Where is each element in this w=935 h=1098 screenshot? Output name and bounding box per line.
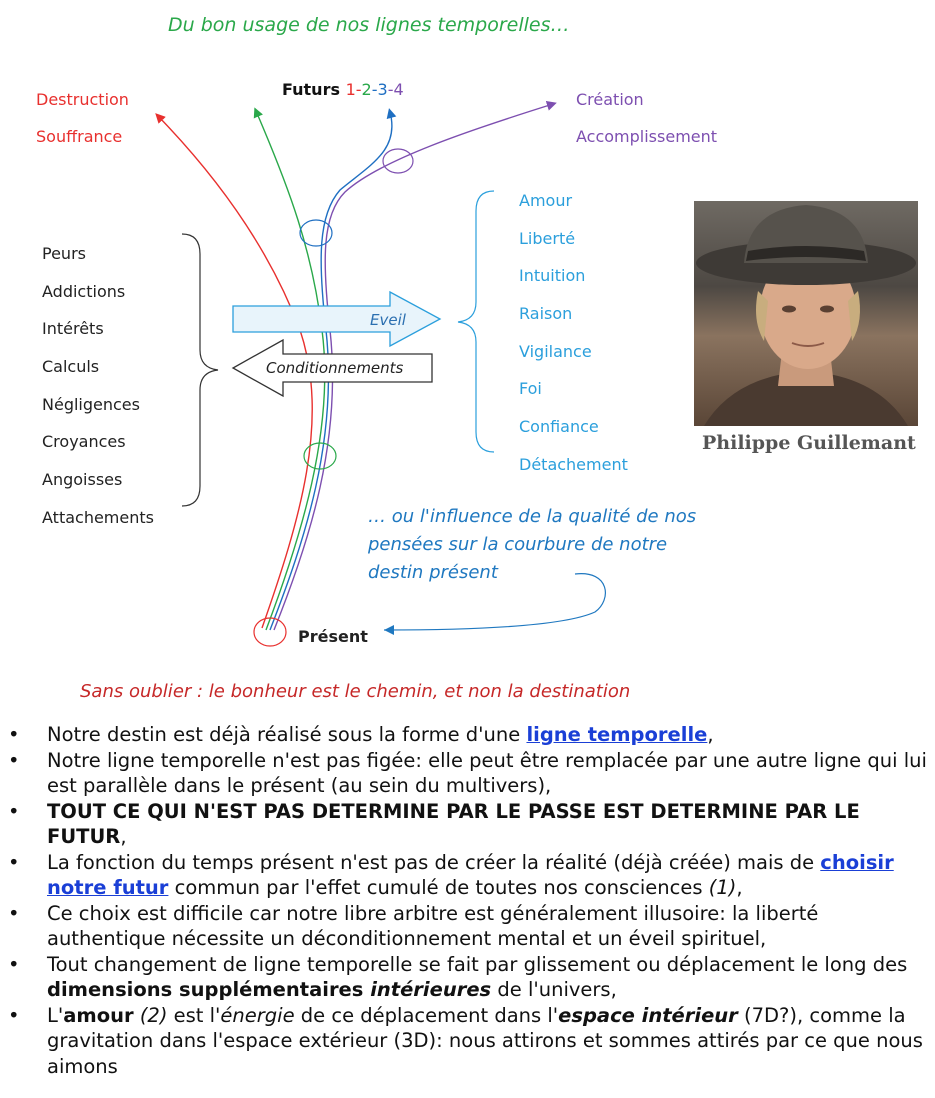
statement-text: Ce choix est difficile car notre libre a… bbox=[47, 901, 819, 951]
bullet-icon: • bbox=[8, 850, 20, 874]
futur-number-2: 2 bbox=[361, 80, 372, 99]
positive-item: Raison bbox=[519, 304, 573, 324]
positive-item: Foi bbox=[519, 379, 542, 399]
negative-item: Calculs bbox=[42, 357, 100, 377]
eveil-label: Eveil bbox=[370, 311, 406, 329]
statement-item: • La fonction du temps présent n'est pas … bbox=[0, 850, 935, 901]
statement-text: est l' bbox=[167, 1003, 221, 1027]
influence-caption: … ou l'influence de la qualité de nos pe… bbox=[368, 506, 697, 583]
timeline-diagram bbox=[155, 101, 606, 647]
negative-brace bbox=[181, 233, 219, 507]
positive-brace bbox=[457, 190, 495, 453]
statement-item: • TOUT CE QUI N'EST PAS DETERMINE PAR LE … bbox=[0, 799, 935, 850]
timeline-3-blue bbox=[269, 108, 397, 631]
green-junction-circle bbox=[303, 442, 337, 470]
futur-number-1: 1 bbox=[345, 80, 356, 99]
statement-text: (7D?), comme la gravitation dans l'espac… bbox=[47, 1003, 923, 1078]
statement-item: • Ce choix est difficile car notre libre … bbox=[0, 901, 935, 952]
negative-item: Attachements bbox=[42, 507, 154, 527]
conditionnements-label: Conditionnements bbox=[266, 359, 404, 377]
statement-text: , bbox=[736, 876, 743, 899]
negative-item: Peurs bbox=[42, 244, 86, 263]
portrait-photo bbox=[694, 201, 918, 426]
statement-text: de ce déplacement dans l' bbox=[294, 1003, 559, 1027]
statement-text: (2) bbox=[139, 1003, 168, 1027]
negative-factors-list: Peurs Addictions Intérêts Calculs Néglig… bbox=[42, 235, 154, 537]
eveil-arrow bbox=[232, 290, 442, 348]
positive-item: Vigilance bbox=[519, 341, 592, 361]
positive-item: Amour bbox=[519, 191, 573, 210]
futurs-word: Futurs bbox=[282, 80, 340, 99]
negative-item: Addictions bbox=[42, 281, 126, 301]
statement-text: Tout changement de ligne temporelle se f… bbox=[47, 952, 908, 976]
statement-text: énergie bbox=[220, 1003, 295, 1027]
positive-item: Confiance bbox=[519, 417, 599, 437]
positive-item: Détachement bbox=[519, 454, 628, 474]
label-creation: Création bbox=[576, 90, 644, 109]
futur-number-4: 4 bbox=[393, 80, 404, 99]
bullet-icon: • bbox=[8, 748, 20, 772]
conditionnements-arrow bbox=[231, 338, 433, 398]
portrait-caption: Philippe Guillemant bbox=[702, 432, 916, 454]
bullet-icon: • bbox=[8, 1003, 20, 1027]
statement-item: • Notre destin est déjà réalisé sous la f… bbox=[0, 722, 935, 748]
statement-text: amour bbox=[63, 1003, 134, 1027]
present-circle bbox=[253, 617, 287, 647]
statement-text: (1) bbox=[708, 876, 737, 899]
inline-link[interactable]: ligne temporelle bbox=[526, 723, 708, 746]
inline-link[interactable]: choisir notre futur bbox=[47, 850, 894, 900]
label-destruction: Destruction bbox=[36, 90, 129, 109]
statement-text: Notre ligne temporelle n'est pas figée: … bbox=[47, 748, 927, 798]
present-label: Présent bbox=[298, 627, 368, 646]
positive-qualities-list: Amour Liberté Intuition Raison Vigilance… bbox=[519, 182, 628, 484]
statements-list: • Notre destin est déjà réalisé sous la f… bbox=[0, 722, 935, 1079]
negative-item: Intérêts bbox=[42, 319, 104, 339]
motto: Sans oublier : le bonheur est le chemin,… bbox=[80, 681, 631, 702]
blue-junction-circle bbox=[299, 219, 333, 247]
positive-item: Liberté bbox=[519, 228, 576, 248]
label-souffrance: Souffrance bbox=[36, 127, 123, 146]
timeline-4-purple bbox=[273, 101, 557, 631]
statement-text: L' bbox=[47, 1003, 64, 1027]
futur-dash: - bbox=[387, 80, 394, 99]
negative-item: Angoisses bbox=[42, 470, 123, 490]
statement-text: commun par l'effet cumulé de toutes nos … bbox=[168, 876, 709, 899]
statement-text: espace intérieur bbox=[558, 1003, 738, 1027]
statement-text: de l'univers, bbox=[491, 978, 617, 1001]
futur-dash: - bbox=[355, 80, 362, 99]
label-accomplissement: Accomplissement bbox=[576, 127, 718, 146]
negative-item: Croyances bbox=[42, 432, 126, 452]
negative-item: Négligences bbox=[42, 394, 140, 414]
bullet-icon: • bbox=[8, 799, 20, 823]
statement-text: , bbox=[120, 825, 127, 848]
statement-item: • L'amour (2) est l'énergie de ce déplace… bbox=[0, 1003, 935, 1080]
futur-number-3: 3 bbox=[377, 80, 388, 99]
bullet-icon: • bbox=[8, 901, 20, 925]
influence-arrow bbox=[383, 573, 606, 631]
futurs-label: Futurs 1-2-3-4 bbox=[282, 80, 404, 99]
futur-dash: - bbox=[371, 80, 378, 99]
statement-text: intérieures bbox=[370, 978, 492, 1001]
statement-text: TOUT CE QUI N'EST PAS DETERMINE PAR LE P… bbox=[47, 799, 860, 849]
bullet-icon: • bbox=[8, 723, 20, 746]
statement-text: , bbox=[707, 723, 714, 746]
diagram-title: Du bon usage de nos lignes temporelles… bbox=[168, 14, 570, 36]
statement-text: Notre destin est déjà réalisé sous la fo… bbox=[47, 723, 527, 746]
statement-item: • Tout changement de ligne temporelle se … bbox=[0, 952, 935, 1003]
statement-text: La fonction du temps présent n'est pas d… bbox=[47, 850, 821, 874]
statement-item: • Notre ligne temporelle n'est pas figée:… bbox=[0, 748, 935, 799]
purple-junction-circle bbox=[382, 148, 414, 174]
bullet-icon: • bbox=[8, 952, 20, 976]
positive-item: Intuition bbox=[519, 266, 586, 286]
statement-text: dimensions supplémentaires bbox=[47, 978, 371, 1001]
